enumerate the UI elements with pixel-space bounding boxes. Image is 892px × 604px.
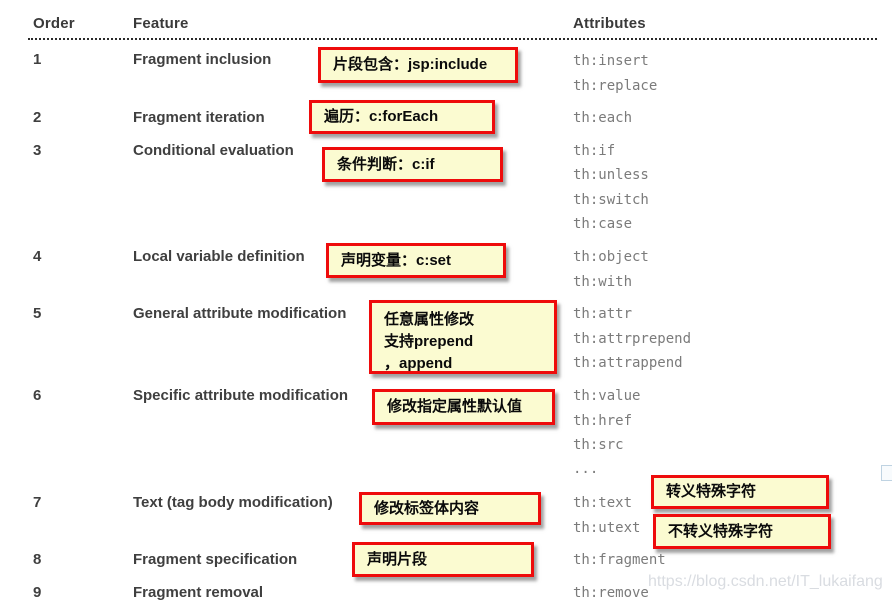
annotation-note-fragment-inclusion: 片段包含：jsp:include	[318, 47, 518, 83]
feature-cell-1: Fragment inclusion	[133, 51, 272, 68]
order-cell-4: 4	[33, 248, 42, 265]
header-divider	[28, 38, 877, 40]
feature-column-header: Feature	[133, 15, 189, 32]
attribute-item: th:value	[573, 388, 641, 404]
order-cell-1: 1	[33, 51, 42, 68]
order-cell-7: 7	[33, 494, 42, 511]
annotation-note-fragment-iteration: 遍历：c:forEach	[309, 100, 495, 134]
attribute-item: th:utext	[573, 520, 641, 536]
order-cell-9: 9	[33, 584, 42, 601]
attribute-item: th:remove	[573, 585, 649, 601]
attribute-item: th:with	[573, 274, 633, 290]
feature-cell-9: Fragment removal	[133, 584, 264, 601]
feature-cell-4: Local variable definition	[133, 248, 305, 265]
attributes-column-header: Attributes	[573, 15, 646, 32]
watermark: https://blog.csdn.net/IT_lukaifang	[648, 573, 883, 590]
order-column-header: Order	[33, 15, 75, 32]
attribute-item: th:text	[573, 495, 633, 511]
attribute-item: th:attrprepend	[573, 331, 692, 347]
attribute-item: th:attr	[573, 306, 633, 322]
order-cell-5: 5	[33, 305, 42, 322]
attribute-item: th:fragment	[573, 552, 666, 568]
annotation-note-conditional-evaluation: 条件判断：c:if	[322, 147, 503, 182]
annotation-note-local-variable: 声明变量：c:set	[326, 243, 506, 278]
order-cell-2: 2	[33, 109, 42, 126]
attribute-item: ...	[573, 461, 599, 477]
feature-cell-2: Fragment iteration	[133, 109, 265, 126]
annotation-note-no-escape: 不转义特殊字符	[653, 514, 831, 549]
attribute-item: th:unless	[573, 167, 649, 183]
attribute-item: th:object	[573, 249, 649, 265]
annotation-note-specific-attribute: 修改指定属性默认值	[372, 389, 555, 425]
feature-cell-5: General attribute modification	[133, 305, 347, 322]
feature-cell-3: Conditional evaluation	[133, 142, 294, 159]
order-cell-6: 6	[33, 387, 42, 404]
attribute-item: th:if	[573, 143, 616, 159]
feature-cell-8: Fragment specification	[133, 551, 298, 568]
attribute-item: th:switch	[573, 192, 649, 208]
attribute-item: th:href	[573, 413, 633, 429]
annotation-note-fragment-spec: 声明片段	[352, 542, 534, 577]
edge-artifact	[881, 465, 892, 481]
annotation-note-text-body: 修改标签体内容	[359, 492, 541, 525]
order-cell-8: 8	[33, 551, 42, 568]
feature-cell-6: Specific attribute modification	[133, 387, 349, 404]
order-cell-3: 3	[33, 142, 42, 159]
attribute-item: th:case	[573, 216, 633, 232]
attribute-item: th:attrappend	[573, 355, 683, 371]
annotation-note-escape: 转义特殊字符	[651, 475, 829, 509]
attribute-item: th:replace	[573, 78, 658, 94]
annotation-note-general-attribute: 任意属性修改 支持prepend ，append	[369, 300, 557, 374]
attribute-item: th:src	[573, 437, 624, 453]
feature-cell-7: Text (tag body modification)	[133, 494, 333, 511]
attribute-item: th:insert	[573, 53, 649, 69]
attribute-item: th:each	[573, 110, 633, 126]
